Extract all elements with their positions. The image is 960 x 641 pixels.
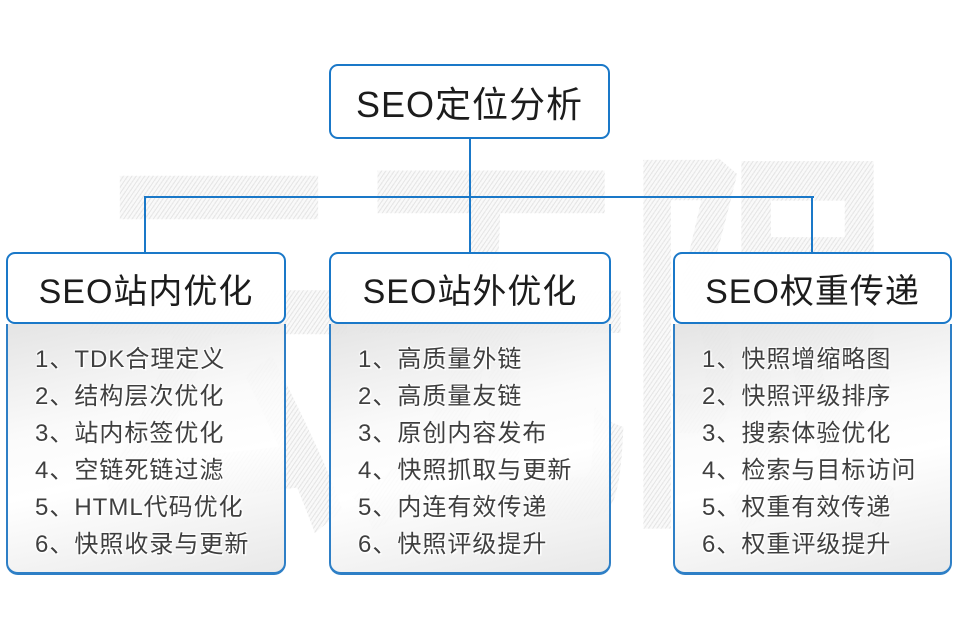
column-header-weight-label: SEO权重传递 (705, 272, 920, 311)
list-item: 1、高质量外链 (358, 346, 523, 373)
list-item: 5、权重有效传递 (702, 494, 892, 521)
list-item: 6、快照评级提升 (358, 531, 548, 558)
column-header-offsite: SEO站外优化 (329, 252, 611, 324)
list-onsite: 1、TDK合理定义 2、结构层次优化 3、站内标签优化 4、空链死链过滤 5、H… (6, 324, 286, 575)
list-item: 5、HTML代码优化 (35, 494, 244, 521)
list-item: 1、快照增缩略图 (702, 346, 892, 373)
list-item: 2、快照评级排序 (702, 383, 892, 410)
connector-drop-right (811, 196, 813, 253)
root-node-label: SEO定位分析 (355, 83, 584, 125)
column-header-offsite-label: SEO站外优化 (362, 272, 578, 311)
connector-horizontal-bar (144, 196, 814, 198)
list-offsite: 1、高质量外链 2、高质量友链 3、原创内容发布 4、快照抓取与更新 5、内连有… (329, 324, 611, 575)
list-item: 6、权重评级提升 (702, 531, 892, 558)
column-header-onsite: SEO站内优化 (6, 252, 286, 324)
list-item: 6、快照收录与更新 (35, 531, 250, 558)
list-item: 3、搜索体验优化 (702, 420, 892, 447)
connector-root-vertical (469, 139, 471, 198)
list-item: 5、内连有效传递 (358, 494, 548, 521)
list-item: 3、站内标签优化 (35, 420, 225, 447)
list-item: 4、空链死链过滤 (35, 457, 225, 484)
list-item: 2、结构层次优化 (35, 383, 225, 410)
connector-drop-middle (469, 196, 471, 253)
connector-drop-left (144, 196, 146, 253)
list-item: 2、高质量友链 (358, 383, 523, 410)
list-item: 4、检索与目标访问 (702, 457, 917, 484)
column-header-onsite-label: SEO站内优化 (38, 272, 254, 311)
list-weight: 1、快照增缩略图 2、快照评级排序 3、搜索体验优化 4、检索与目标访问 5、权… (673, 324, 952, 575)
root-node: SEO定位分析 (329, 64, 610, 139)
column-header-weight: SEO权重传递 (673, 252, 952, 324)
list-item: 1、TDK合理定义 (35, 346, 226, 373)
list-item: 4、快照抓取与更新 (358, 457, 573, 484)
list-item: 3、原创内容发布 (358, 420, 548, 447)
